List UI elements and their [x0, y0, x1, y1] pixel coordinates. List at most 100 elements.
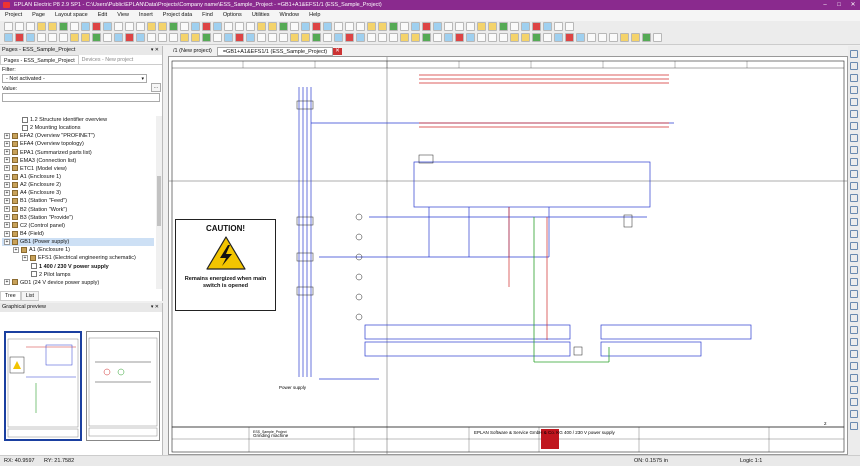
symbol-tool-button[interactable]	[850, 410, 858, 418]
toolbar-button[interactable]	[356, 22, 365, 31]
expand-icon[interactable]: +	[4, 238, 10, 245]
tree-node[interactable]: +A4 (Enclosure 3)	[2, 189, 154, 197]
toolbar-button[interactable]	[158, 33, 167, 42]
menu-item-project-data[interactable]: Project data	[162, 12, 193, 18]
toolbar-button[interactable]	[15, 33, 24, 42]
expand-icon[interactable]: +	[4, 132, 10, 139]
toolbar-button[interactable]	[598, 33, 607, 42]
menu-item-options[interactable]: Options	[222, 12, 242, 18]
toolbar-button[interactable]	[543, 22, 552, 31]
toolbar-button[interactable]	[499, 33, 508, 42]
toolbar-button[interactable]	[48, 33, 57, 42]
tree-node[interactable]: +EPA1 (Summarized parts list)	[2, 149, 154, 157]
toolbar-button[interactable]	[642, 33, 651, 42]
tree-node[interactable]: +GD1 (24 V device power supply)	[2, 279, 154, 287]
toolbar-button[interactable]	[257, 33, 266, 42]
toolbar-button[interactable]	[290, 33, 299, 42]
menu-item-utilities[interactable]: Utilities	[251, 12, 270, 18]
symbol-tool-button[interactable]	[850, 386, 858, 394]
symbol-tool-button[interactable]	[850, 302, 858, 310]
menu-item-window[interactable]: Window	[279, 12, 300, 18]
symbol-tool-button[interactable]	[850, 290, 858, 298]
tree-node[interactable]: +EMA3 (Connection list)	[2, 157, 154, 165]
toolbar-button[interactable]	[400, 22, 409, 31]
menu-item-project[interactable]: Project	[5, 12, 23, 18]
toolbar-button[interactable]	[488, 22, 497, 31]
symbol-tool-button[interactable]	[850, 326, 858, 334]
tree-node[interactable]: 1 400 / 230 V power supply	[2, 263, 154, 271]
toolbar-button[interactable]	[477, 33, 486, 42]
tree-node[interactable]: +GB1 (Power supply)	[2, 238, 154, 247]
expand-icon[interactable]: +	[4, 189, 10, 196]
toolbar-button[interactable]	[125, 33, 134, 42]
tab-tree[interactable]: Tree	[0, 291, 21, 301]
toolbar-button[interactable]	[213, 33, 222, 42]
symbol-tool-button[interactable]	[850, 110, 858, 118]
toolbar-button[interactable]	[653, 33, 662, 42]
toolbar-button[interactable]	[488, 33, 497, 42]
toolbar-button[interactable]	[543, 33, 552, 42]
toolbar-button[interactable]	[587, 33, 596, 42]
toolbar-button[interactable]	[268, 33, 277, 42]
toolbar-button[interactable]	[70, 33, 79, 42]
symbol-tool-button[interactable]	[850, 74, 858, 82]
symbol-tool-button[interactable]	[850, 182, 858, 190]
toolbar-button[interactable]	[521, 22, 530, 31]
toolbar-button[interactable]	[180, 22, 189, 31]
toolbar-button[interactable]	[323, 33, 332, 42]
toolbar-button[interactable]	[26, 22, 35, 31]
symbol-tool-button[interactable]	[850, 422, 858, 430]
toolbar-button[interactable]	[15, 22, 24, 31]
toolbar-button[interactable]	[422, 22, 431, 31]
symbol-tool-button[interactable]	[850, 254, 858, 262]
toolbar-button[interactable]	[48, 22, 57, 31]
toolbar-button[interactable]	[444, 22, 453, 31]
tree-node[interactable]: +A1 (Enclosure 1)	[2, 246, 154, 254]
tab-schematic-page[interactable]: =GB1+A1&EFS1/1 (ESS_Sample_Project)	[216, 47, 334, 56]
tree-node[interactable]: +EFA2 (Overview "PROFINET")	[2, 132, 154, 140]
toolbar-button[interactable]	[246, 22, 255, 31]
tree-node[interactable]: +A2 (Enclosure 2)	[2, 181, 154, 189]
toolbar-button[interactable]	[103, 22, 112, 31]
filter-select[interactable]: - Not activated - ▾	[2, 74, 147, 83]
toolbar-button[interactable]	[147, 33, 156, 42]
toolbar-button[interactable]	[378, 33, 387, 42]
toolbar-button[interactable]	[345, 33, 354, 42]
toolbar-button[interactable]	[422, 33, 431, 42]
toolbar-button[interactable]	[191, 22, 200, 31]
toolbar-button[interactable]	[125, 22, 134, 31]
symbol-tool-button[interactable]	[850, 146, 858, 154]
expand-icon[interactable]: +	[4, 181, 10, 188]
toolbar-button[interactable]	[323, 22, 332, 31]
toolbar-button[interactable]	[147, 22, 156, 31]
toolbar-button[interactable]	[444, 33, 453, 42]
scrollbar-thumb[interactable]	[157, 176, 161, 226]
toolbar-button[interactable]	[202, 22, 211, 31]
schematic-canvas[interactable]: EPLAN Software & Service GmbH & Co. KG 4…	[168, 56, 848, 455]
symbol-tool-button[interactable]	[850, 134, 858, 142]
expand-icon[interactable]: +	[4, 197, 10, 204]
toolbar-button[interactable]	[103, 33, 112, 42]
toolbar-button[interactable]	[26, 33, 35, 42]
toolbar-button[interactable]	[92, 22, 101, 31]
tab-new-project[interactable]: /1 (New project)	[173, 48, 212, 54]
toolbar-button[interactable]	[213, 22, 222, 31]
close-tab-icon[interactable]: ✕	[333, 48, 342, 55]
expand-icon[interactable]: +	[4, 165, 10, 172]
toolbar-button[interactable]	[202, 33, 211, 42]
toolbar-button[interactable]	[114, 33, 123, 42]
panel-pin-icon[interactable]: ▾ ✕	[150, 47, 159, 53]
tree-node[interactable]: +EFA4 (Overview topology)	[2, 140, 154, 148]
toolbar-button[interactable]	[477, 22, 486, 31]
maximize-icon[interactable]: □	[837, 2, 841, 8]
toolbar-button[interactable]	[455, 22, 464, 31]
toolbar-button[interactable]	[400, 33, 409, 42]
toolbar-button[interactable]	[235, 33, 244, 42]
expand-icon[interactable]: +	[4, 230, 10, 237]
toolbar-button[interactable]	[301, 22, 310, 31]
expand-icon[interactable]: +	[4, 140, 10, 147]
toolbar-button[interactable]	[334, 33, 343, 42]
symbol-tool-button[interactable]	[850, 50, 858, 58]
toolbar-button[interactable]	[609, 33, 618, 42]
toolbar-button[interactable]	[532, 22, 541, 31]
